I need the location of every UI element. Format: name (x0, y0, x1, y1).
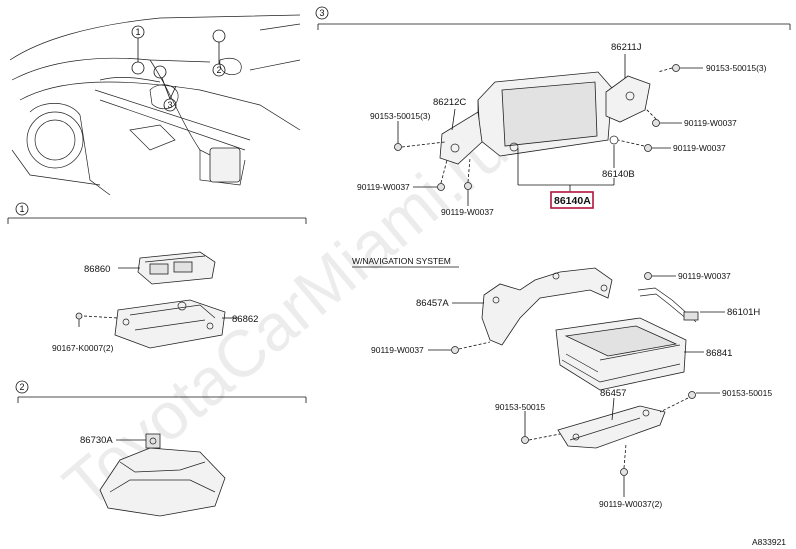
label-86140B[interactable]: 86140B (602, 169, 635, 180)
navigation-module-86841-illustration[interactable] (555, 317, 687, 391)
highlight-frame (550, 191, 594, 209)
section-2: 2 86730A (15, 380, 307, 517)
bolt-right-top-icon[interactable] (657, 64, 680, 73)
image-code: A833921 (752, 537, 786, 547)
label-nav-90119-W0037-top[interactable]: 90119-W0037 (678, 271, 731, 281)
label-90167-K0007-2[interactable]: 90167-K0007(2) (52, 343, 114, 353)
cable-86101H-illustration[interactable] (637, 287, 699, 323)
section-3-number: 3 (319, 8, 324, 18)
callout-number: 2 (216, 65, 221, 75)
label-86457[interactable]: 86457 (600, 388, 626, 399)
section-1-marker[interactable] (15, 202, 29, 216)
part-86860-illustration[interactable] (137, 251, 216, 285)
label-86841[interactable]: 86841 (706, 348, 732, 359)
callout-number: 1 (135, 27, 140, 37)
label-nav-90119-W0037-2[interactable]: 90119-W0037(2) (599, 499, 662, 509)
label-90153-50015-3-left[interactable]: 90153-50015(3) (370, 111, 431, 121)
bracket-86457A-illustration[interactable] (481, 267, 613, 346)
label-90119-W0037-d[interactable]: 90119-W0037 (441, 207, 494, 217)
section-3-marker[interactable] (315, 6, 329, 20)
label-86457A[interactable]: 86457A (416, 298, 449, 309)
label-nav-90153-50015-right[interactable]: 90153-50015 (722, 388, 772, 398)
bolt-right-mid-icon[interactable] (644, 107, 660, 127)
label-90119-W0037-b[interactable]: 90119-W0037 (673, 143, 726, 153)
bolt-nav-right-icon[interactable] (659, 391, 696, 413)
bracket-86211J-illustration[interactable] (605, 75, 651, 123)
overview-callout-3[interactable]: 3 (153, 65, 177, 112)
bolt-right-low-icon[interactable] (617, 139, 652, 152)
bolt-90167-icon[interactable] (75, 312, 83, 327)
label-86140A-box[interactable]: 86140A (517, 148, 615, 209)
bolt-nav-left-icon[interactable] (451, 341, 491, 354)
display-panel-illustration[interactable] (477, 71, 619, 157)
label-90153-50015-3-right[interactable]: 90153-50015(3) (706, 63, 767, 73)
label-86862[interactable]: 86862 (232, 314, 258, 325)
section-2-number: 2 (19, 382, 24, 392)
bolt-left-low-icon[interactable] (437, 159, 448, 191)
label-nav-90153-50015-left[interactable]: 90153-50015 (495, 402, 545, 412)
overview-callout-2[interactable]: 2 (212, 29, 226, 77)
callout-number: 3 (167, 100, 172, 110)
label-86101H[interactable]: 86101H (727, 307, 760, 318)
label-86730A[interactable]: 86730A (80, 435, 113, 446)
label-90119-W0037-a[interactable]: 90119-W0037 (684, 118, 737, 128)
overview-callout-1[interactable]: 1 (131, 25, 145, 75)
part-86730A-illustration[interactable] (99, 433, 226, 517)
section-2-marker[interactable] (15, 380, 29, 394)
section-1-number: 1 (19, 204, 24, 214)
section-1: 1 86860 86862 90167-K0007( (7, 202, 307, 353)
bolt-nav-bottom-left-icon[interactable] (521, 433, 561, 444)
label-86212C[interactable]: 86212C (433, 97, 466, 108)
label-86860[interactable]: 86860 (84, 264, 110, 275)
car-interior-overview (9, 14, 301, 196)
label-86211J[interactable]: 86211J (611, 42, 642, 53)
label-90119-W0037-c[interactable]: 90119-W0037 (357, 182, 410, 192)
label-86140A[interactable]: 86140A (554, 195, 591, 207)
bolt-nav-top-icon[interactable] (644, 272, 652, 280)
section-3: 3 86211J 86212C 86140B (315, 6, 791, 217)
nav-section-title: W/NAVIGATION SYSTEM (352, 256, 451, 266)
bolt-center-low-icon[interactable] (464, 157, 472, 190)
bracket-86457-illustration[interactable] (557, 405, 666, 449)
bracket-86212C-illustration[interactable] (439, 111, 483, 165)
bolt-left-top-icon[interactable] (394, 141, 446, 151)
bolt-nav-bottom-icon[interactable] (620, 443, 628, 476)
nav-section: W/NAVIGATION SYSTEM 86457A 86841 861 (352, 256, 772, 509)
part-86862-illustration[interactable] (114, 299, 226, 349)
label-nav-90119-W0037-left[interactable]: 90119-W0037 (371, 345, 424, 355)
